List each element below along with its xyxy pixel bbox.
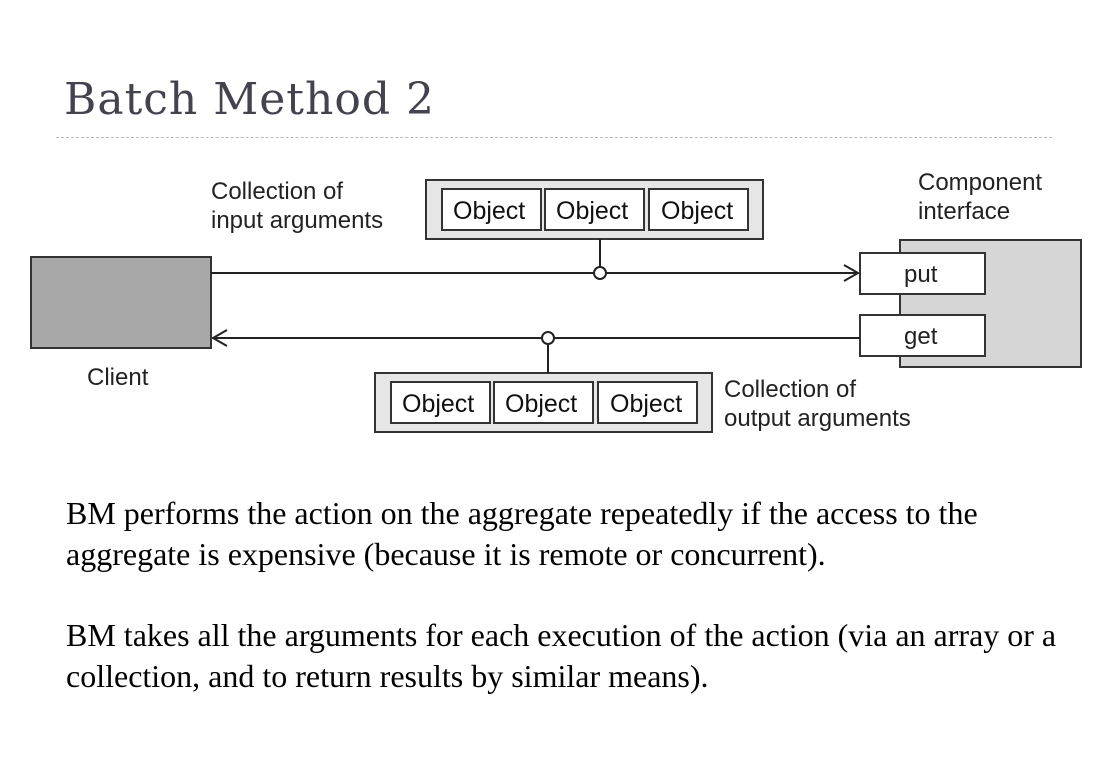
get-method-box <box>859 314 986 357</box>
put-method-box <box>859 252 986 295</box>
body-paragraph-2: BM takes all the arguments for each exec… <box>66 617 1057 694</box>
input-object-3-label: Object <box>661 197 733 225</box>
output-object-3 <box>597 381 698 424</box>
client-box <box>30 256 212 349</box>
get-label: get <box>904 323 938 350</box>
title-divider <box>56 137 1052 138</box>
output-object-1-label: Object <box>402 390 474 418</box>
body-paragraph-1: BM performs the action on the aggregate … <box>66 495 978 572</box>
component-label-line2: interface <box>918 198 1010 225</box>
input-object-1-label: Object <box>453 197 525 225</box>
put-label: put <box>904 261 938 288</box>
input-object-2-label: Object <box>556 197 628 225</box>
slide-title: Batch Method 2 <box>64 74 435 125</box>
output-object-2-label: Object <box>505 390 577 418</box>
output-object-3-label: Object <box>610 390 682 418</box>
input-collection-label-line2: input arguments <box>211 207 383 234</box>
input-connector-node <box>593 266 607 280</box>
output-connector-node <box>541 331 555 345</box>
input-object-2 <box>544 188 645 231</box>
get-arrow-head <box>210 329 228 347</box>
input-object-3 <box>648 188 749 231</box>
input-collection-label-line1: Collection of <box>211 178 343 205</box>
input-object-1 <box>441 188 542 231</box>
put-arrow-head <box>843 264 861 282</box>
client-label: Client <box>87 364 149 391</box>
output-collection-label-line2: output arguments <box>724 405 911 432</box>
component-label-line1: Component <box>918 169 1042 196</box>
output-object-2 <box>493 381 594 424</box>
batch-method-diagram: Component interface put get Client Colle… <box>30 169 1082 433</box>
output-object-1 <box>390 381 491 424</box>
output-collection-label-line1: Collection of <box>724 376 856 403</box>
